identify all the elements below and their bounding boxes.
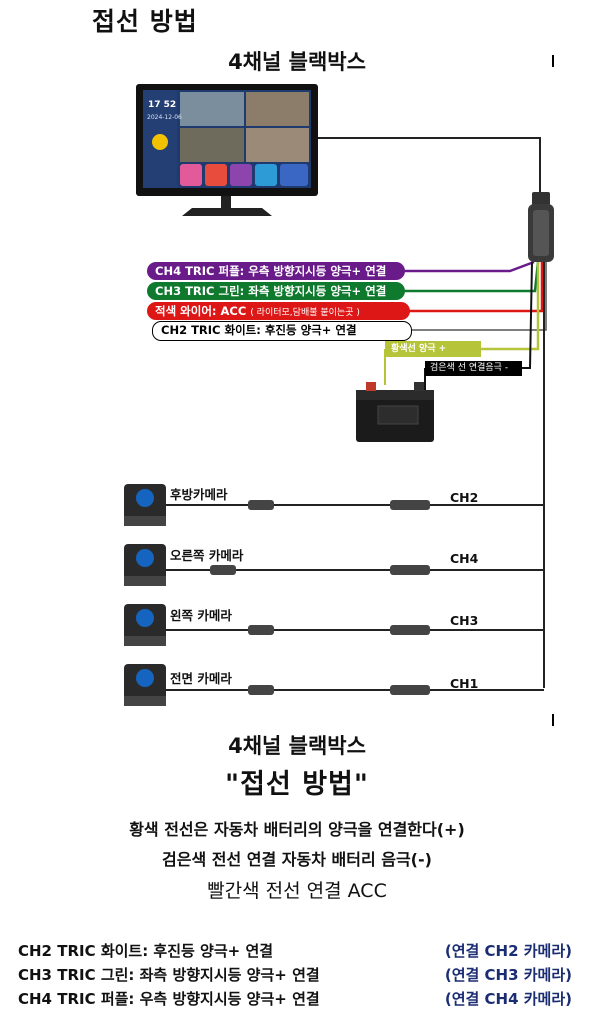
battery-icon <box>356 382 434 442</box>
divider-tick-top <box>552 55 554 67</box>
channel-label-ch2: CH2 <box>450 490 479 505</box>
channel-label-ch1: CH1 <box>450 676 479 691</box>
legend-row-ch2: CH2 TRIC 화이트: 후진등 양극+ 연결 <box>18 942 274 960</box>
legend-link-ch2: (연결 CH2 카메라) <box>444 942 572 960</box>
legend-row-ch4: CH4 TRIC 퍼플: 우측 방향지시등 양극+ 연결 <box>18 990 320 1008</box>
footer-method: "접선 방법" <box>225 769 369 800</box>
legend-link-ch4: (연결 CH4 카메라) <box>444 990 572 1008</box>
wire-label-yellow: 황색선 양극 + <box>385 341 481 357</box>
page-subtitle: 4채널 블랙박스 <box>228 50 366 74</box>
legend-row-ch3: CH3 TRIC 그린: 좌측 방향지시등 양극+ 연결 <box>18 966 320 984</box>
channel-label-ch3: CH3 <box>450 613 479 628</box>
wire-label-red-note: ( 라이터모,담배불 붙이는곳 ) <box>250 308 360 318</box>
camera-row-left <box>124 604 544 646</box>
camera-label-left: 왼쪽 카메라 <box>170 608 232 623</box>
wire-label-ch4-purple: CH4 TRIC 퍼플: 우측 방향지시등 양극+ 연결 <box>147 262 405 280</box>
wire-label-ch2-white: CH2 TRIC 화이트: 후진등 양극+ 연결 <box>152 321 412 341</box>
camera-label-rear: 후방카메라 <box>170 487 228 502</box>
monitor-icon <box>136 84 318 216</box>
camera-row-rear <box>124 484 544 526</box>
monitor-clock: 17 52 <box>148 100 177 110</box>
wire-label-red-main: 적색 와이어: ACC <box>155 304 247 318</box>
monitor-date: 2024-12-06 <box>147 114 182 121</box>
note-red: 빨간색 전선 연결 ACC <box>207 880 387 902</box>
footer-title: 4채널 블랙박스 <box>228 734 366 758</box>
wire-label-red-acc: 적색 와이어: ACC ( 라이터모,담배불 붙이는곳 ) <box>147 302 410 320</box>
divider-tick-bottom <box>552 714 554 726</box>
note-yellow: 황색 전선은 자동차 배터리의 양극을 연결한다(+) <box>129 820 465 839</box>
harness-connector-icon <box>528 192 554 262</box>
wire-label-black: 검은색 선 연결음극 - <box>425 361 522 376</box>
page-title: 접선 방법 <box>92 7 198 36</box>
camera-label-right: 오른쪽 카메라 <box>170 548 244 563</box>
wire-label-ch3-green: CH3 TRIC 그린: 좌측 방향지시등 양극+ 연결 <box>147 282 405 300</box>
channel-label-ch4: CH4 <box>450 551 479 566</box>
camera-row-right <box>124 544 544 586</box>
note-black: 검은색 전선 연결 자동차 배터리 음극(-) <box>162 850 432 869</box>
camera-label-front: 전면 카메라 <box>170 671 232 686</box>
legend-link-ch3: (연결 CH3 카메라) <box>444 966 572 984</box>
camera-row-front <box>124 664 544 706</box>
